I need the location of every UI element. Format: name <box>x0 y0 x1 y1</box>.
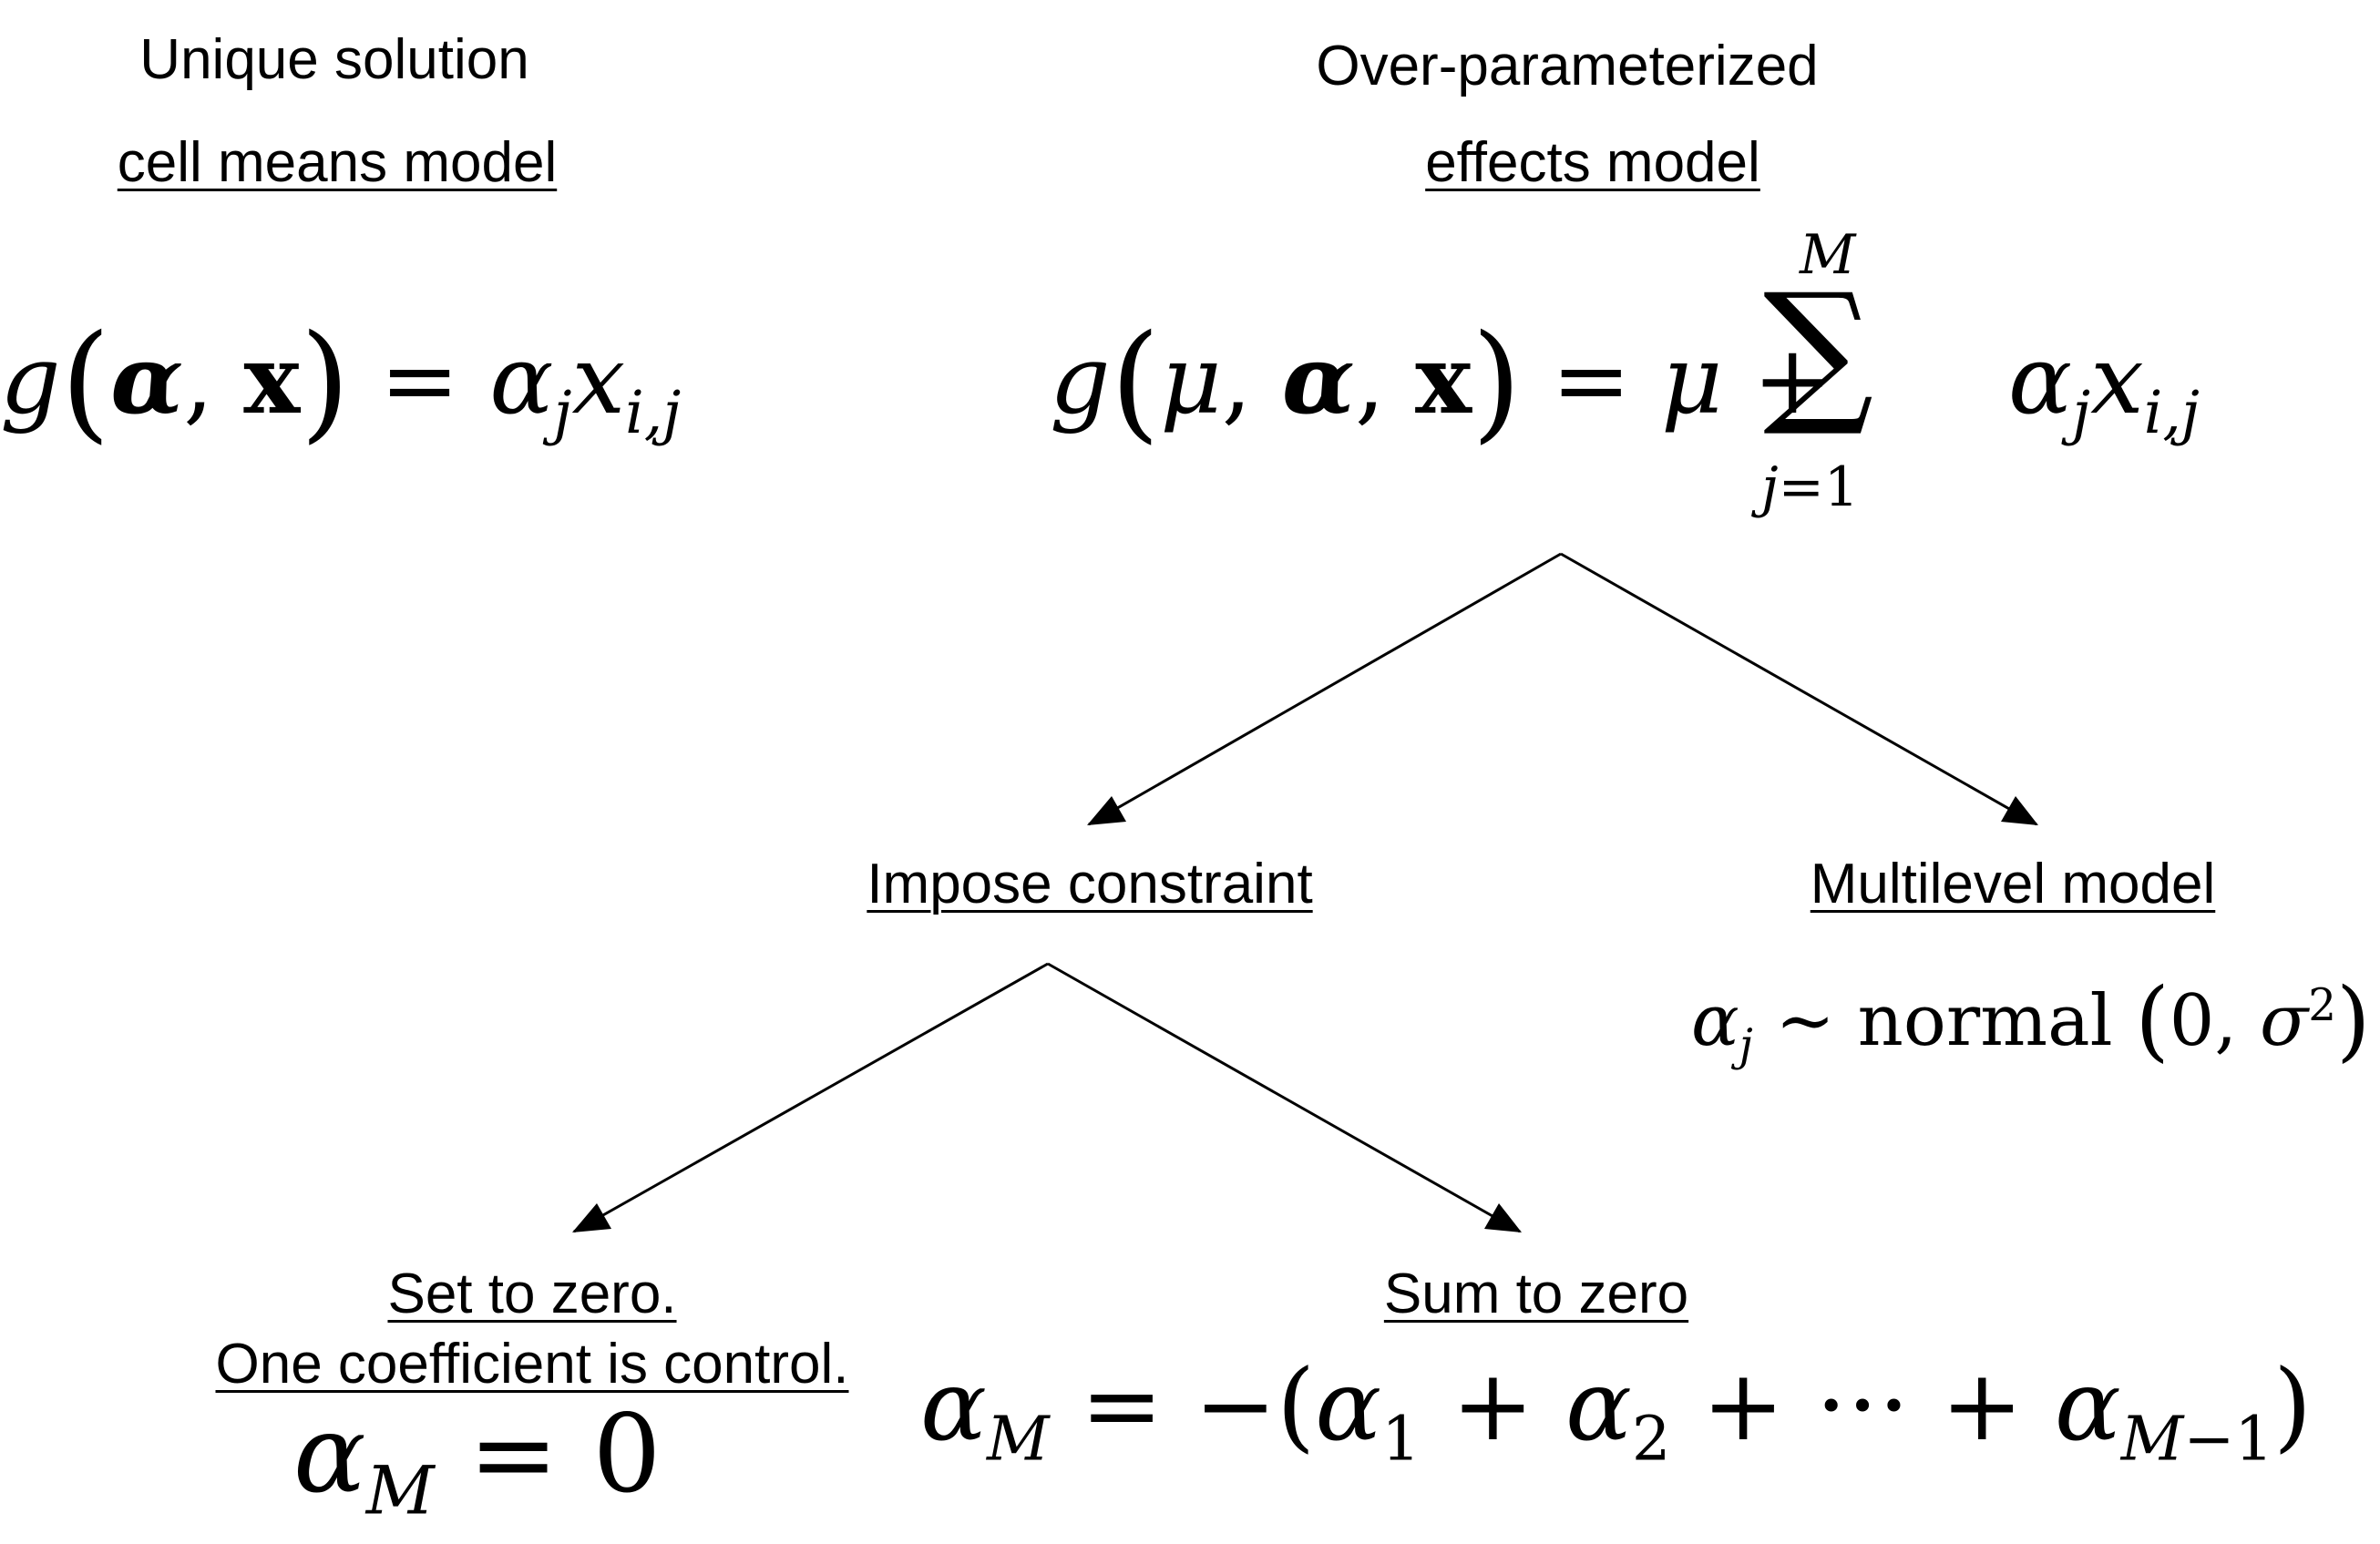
summation-lower-limit: j=1 <box>1761 455 1860 519</box>
one-coefficient-control-label: One coefficient is control. <box>215 1333 849 1396</box>
arrowhead-set-to-zero <box>572 1203 611 1232</box>
arrowhead-impose-constraint <box>1087 796 1126 825</box>
summation-symbol: ∑ <box>1763 261 1874 441</box>
multilevel-model-label: Multilevel model <box>1810 853 2216 915</box>
sum-to-zero-label: Sum to zero <box>1383 1263 1689 1325</box>
arrow-to-impose-constraint <box>1088 552 1562 826</box>
unique-solution-label: Unique solution <box>139 28 529 91</box>
set-to-zero-label: Set to zero. <box>387 1263 677 1325</box>
arrowhead-sum-to-zero <box>1484 1203 1522 1232</box>
multilevel-equation: αj ∼ normal (0, σ2) <box>1691 969 2371 1071</box>
arrow-to-multilevel-model <box>1560 552 2037 826</box>
arrow-to-set-to-zero <box>573 962 1049 1233</box>
summation-upper-limit: M <box>1800 223 1856 287</box>
arrow-to-sum-to-zero <box>1047 962 1521 1233</box>
set-zero-equation: αM = 0 <box>293 1391 662 1530</box>
effects-model-label: effects model <box>1425 131 1760 194</box>
over-parameterized-label: Over-parameterized <box>1316 35 1819 97</box>
impose-constraint-label: Impose constraint <box>867 853 1313 915</box>
sum-zero-equation: αM = −(α1 + α2 + ··· + αM−1) <box>920 1349 2313 1475</box>
arrowhead-multilevel-model <box>2001 796 2038 825</box>
effects-equation: g(μ, α, x) = μ + αjxi,j <box>1050 308 2200 456</box>
cell-means-equation: g(α, x) = αjxi,j <box>0 308 682 456</box>
cell-means-model-label: cell means model <box>117 131 558 194</box>
